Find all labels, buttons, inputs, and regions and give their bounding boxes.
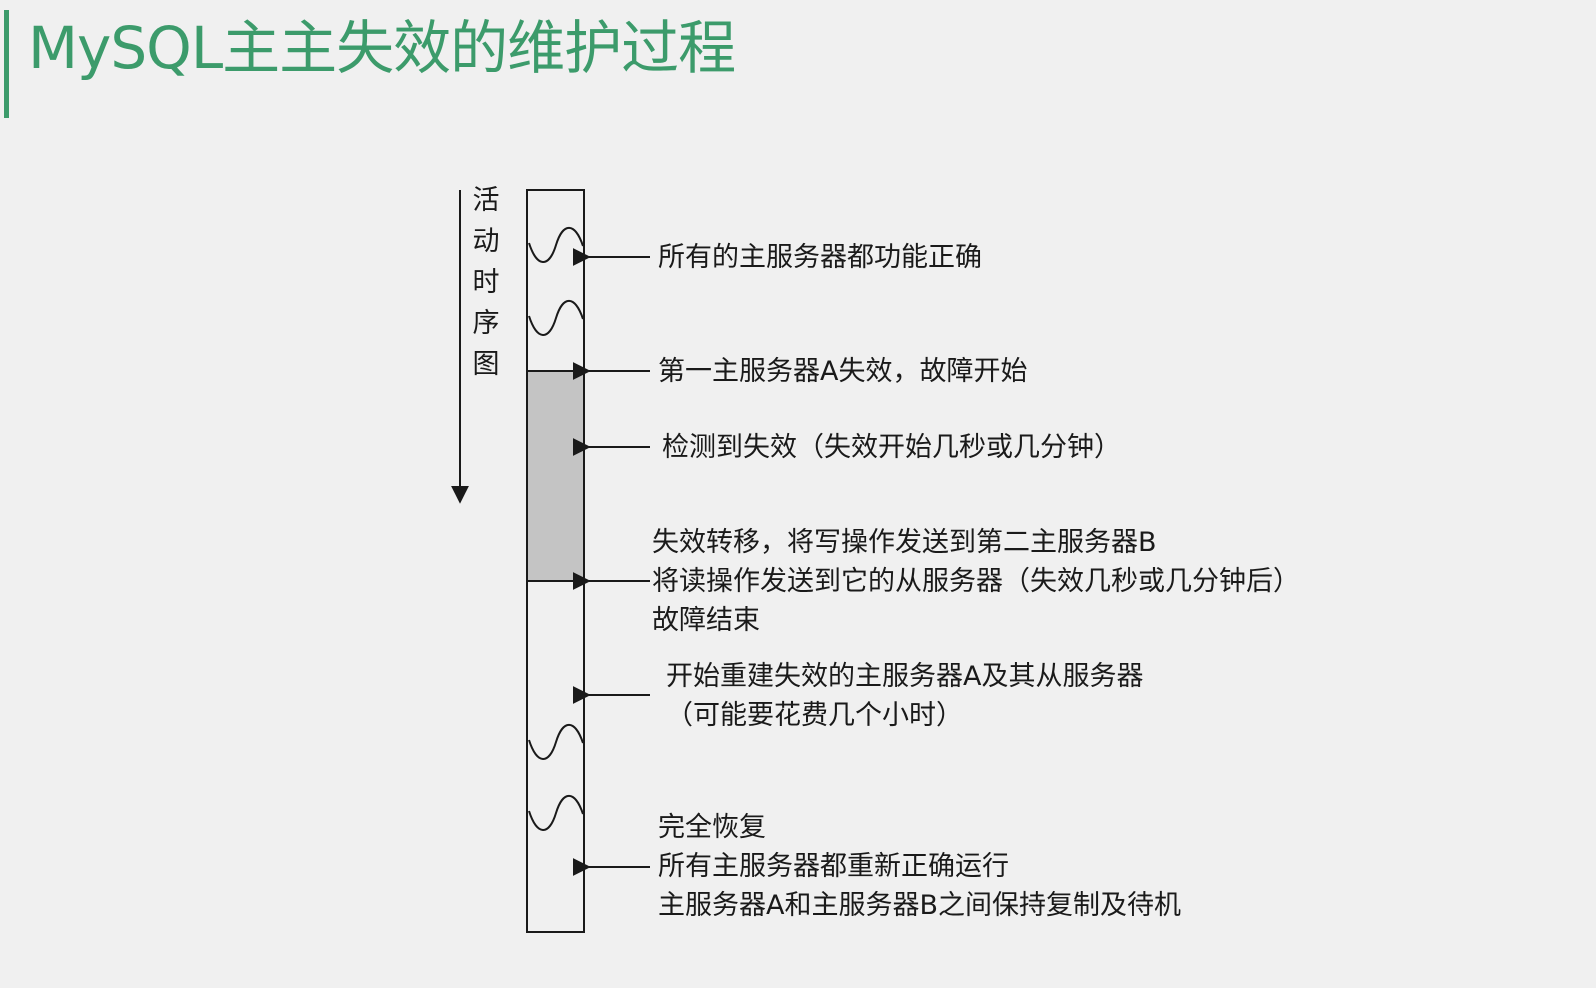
time-break-squiggle — [528, 299, 584, 336]
event-note-full-recovery: 完全恢复 所有主服务器都重新正确运行 主服务器A和主服务器B之间保持复制及待机 — [658, 808, 1181, 925]
event-line: 所有的主服务器都功能正确 — [658, 242, 982, 273]
event-line: 将读操作发送到它的从服务器（失效几秒或几分钟后） — [652, 566, 1300, 597]
outage-period-block — [527, 371, 584, 581]
timeline-label: 活 动 时 序 图 — [468, 180, 504, 385]
event-line: 主服务器A和主服务器B之间保持复制及待机 — [658, 890, 1181, 921]
timeline-label-char: 活 — [472, 185, 500, 216]
timeline-label-char: 图 — [472, 349, 500, 380]
title-accent-bar — [4, 10, 9, 118]
event-line: 开始重建失效的主服务器A及其从服务器 — [666, 661, 1144, 692]
timeline-label-char: 序 — [472, 308, 500, 339]
time-break-squiggle — [528, 723, 584, 760]
event-line: 故障结束 — [652, 605, 760, 636]
timeline-column — [526, 189, 585, 933]
event-line: 完全恢复 — [658, 812, 766, 843]
event-line: 失效转移，将写操作发送到第二主服务器B — [652, 527, 1157, 558]
event-note-rebuild-master-a: 开始重建失效的主服务器A及其从服务器 （可能要花费几个小时） — [666, 657, 1143, 735]
event-line: 所有主服务器都重新正确运行 — [658, 851, 1009, 882]
time-break-squiggle — [528, 226, 584, 263]
event-note-failure-detected: 检测到失效（失效开始几秒或几分钟） — [662, 428, 1121, 467]
event-line: 第一主服务器A失效，故障开始 — [658, 356, 1028, 387]
time-break-squiggle — [528, 794, 584, 831]
event-note-all-masters-ok: 所有的主服务器都功能正确 — [658, 238, 982, 277]
event-note-master-a-fails: 第一主服务器A失效，故障开始 — [658, 352, 1027, 391]
event-note-failover: 失效转移，将写操作发送到第二主服务器B 将读操作发送到它的从服务器（失效几秒或几… — [652, 523, 1300, 640]
page-title: MySQL主主失效的维护过程 — [28, 14, 736, 82]
timeline-label-char: 时 — [472, 267, 500, 298]
event-line: 检测到失效（失效开始几秒或几分钟） — [662, 432, 1121, 463]
timeline-label-char: 动 — [472, 226, 500, 257]
event-line: （可能要花费几个小时） — [666, 700, 963, 731]
